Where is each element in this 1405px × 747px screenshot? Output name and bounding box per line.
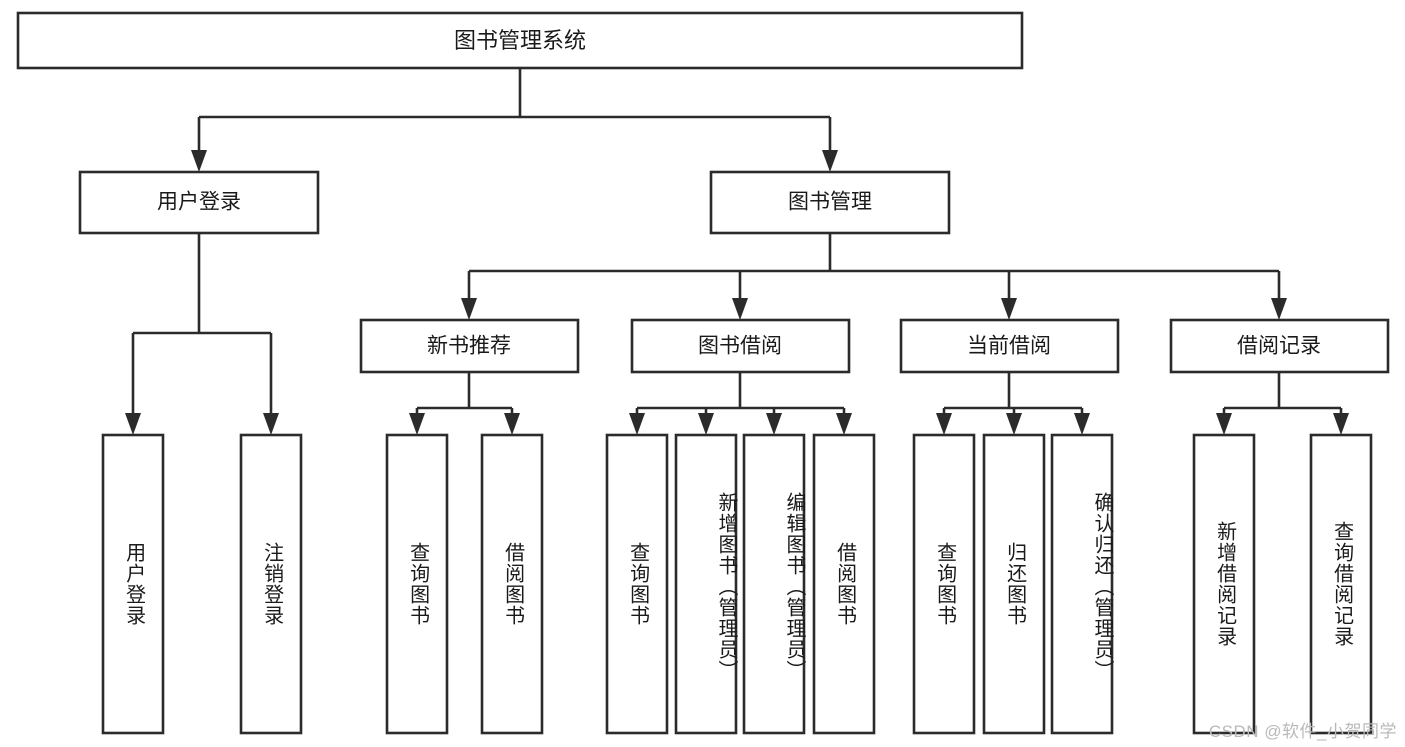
node-leaf-cb-return-book-box[interactable]: [982, 433, 1046, 735]
arrowhead-current-borrow: [1001, 298, 1017, 320]
arrowhead-borrow-record: [1271, 298, 1287, 320]
node-book-borrow-box[interactable]: [630, 318, 851, 374]
arrowhead-new-book-recommend: [461, 298, 477, 320]
arrowhead-nb-leaf-2: [504, 413, 520, 435]
node-leaf-cb-query-book-box[interactable]: [912, 433, 976, 735]
connector-group-current-borrow: [936, 372, 1090, 435]
connector-group-book-borrow: [629, 372, 852, 435]
connector-group-borrow-record: [1216, 372, 1349, 435]
arrowhead-bb-leaf-2: [698, 413, 714, 435]
node-new-book-recommend-box[interactable]: [359, 318, 580, 374]
arrowhead-leaf-logout: [263, 413, 279, 435]
arrowhead-br-leaf-1: [1216, 413, 1232, 435]
connector-group-root: [191, 68, 838, 172]
node-current-borrow-label: 当前借阅: [967, 335, 1051, 358]
node-root-box[interactable]: [16, 11, 1024, 70]
node-leaf-br-query-record-box[interactable]: [1309, 433, 1373, 735]
node-new-book-recommend[interactable]: 新书推荐: [359, 318, 580, 374]
connector-group-new-book: [409, 372, 520, 435]
node-book-manage-label: 图书管理: [788, 191, 872, 214]
arrowhead-nb-leaf-1: [409, 413, 425, 435]
node-book-borrow-label: 图书借阅: [698, 335, 782, 358]
node-leaf-cb-confirm-return-box[interactable]: [1050, 433, 1114, 735]
arrowhead-cb-leaf-3: [1074, 413, 1090, 435]
node-leaf-user-login-box[interactable]: [101, 433, 165, 735]
node-borrow-record-label: 借阅记录: [1237, 335, 1321, 358]
arrowhead-cb-leaf-2: [1006, 413, 1022, 435]
node-leaf-bb-add-book-box[interactable]: [674, 433, 738, 735]
node-leaf-bb-edit-book-box[interactable]: [742, 433, 806, 735]
node-book-manage[interactable]: 图书管理: [709, 170, 951, 235]
arrowhead-leaf-user-login: [125, 413, 141, 435]
connector-group-user-login: [125, 233, 279, 435]
arrowhead-bb-leaf-4: [836, 413, 852, 435]
node-book-borrow[interactable]: 图书借阅: [630, 318, 851, 374]
arrowhead-bb-leaf-3: [766, 413, 782, 435]
node-current-borrow-box[interactable]: [899, 318, 1120, 374]
node-leaf-logout-box[interactable]: [239, 433, 303, 735]
node-root-label: 图书管理系统: [454, 28, 586, 53]
node-leaf-bb-query-book-box[interactable]: [605, 433, 669, 735]
arrowhead-user-login: [191, 150, 207, 172]
node-new-book-recommend-label: 新书推荐: [427, 335, 511, 358]
arrowhead-book-manage: [822, 150, 838, 172]
node-current-borrow[interactable]: 当前借阅: [899, 318, 1120, 374]
node-user-login-label: 用户登录: [157, 191, 241, 214]
csdn-watermark: CSDN @软件_小贺同学: [1208, 722, 1397, 741]
node-user-login-box[interactable]: [78, 170, 320, 235]
node-leaf-br-add-record-box[interactable]: [1192, 433, 1256, 735]
node-user-login[interactable]: 用户登录: [78, 170, 320, 235]
node-leaf-bb-borrow-book-box[interactable]: [812, 433, 876, 735]
node-root-system[interactable]: 图书管理系统: [16, 11, 1024, 70]
node-borrow-record[interactable]: 借阅记录: [1169, 318, 1390, 374]
arrowhead-br-leaf-2: [1333, 413, 1349, 435]
node-leaf-nb-query-book-box[interactable]: [385, 433, 449, 735]
arrowhead-book-borrow: [732, 298, 748, 320]
connector-group-book-manage: [461, 233, 1287, 320]
arrowhead-cb-leaf-1: [936, 413, 952, 435]
node-leaf-nb-borrow-book-box[interactable]: [480, 433, 544, 735]
arrowhead-bb-leaf-1: [629, 413, 645, 435]
node-book-manage-box[interactable]: [709, 170, 951, 235]
node-borrow-record-box[interactable]: [1169, 318, 1390, 374]
